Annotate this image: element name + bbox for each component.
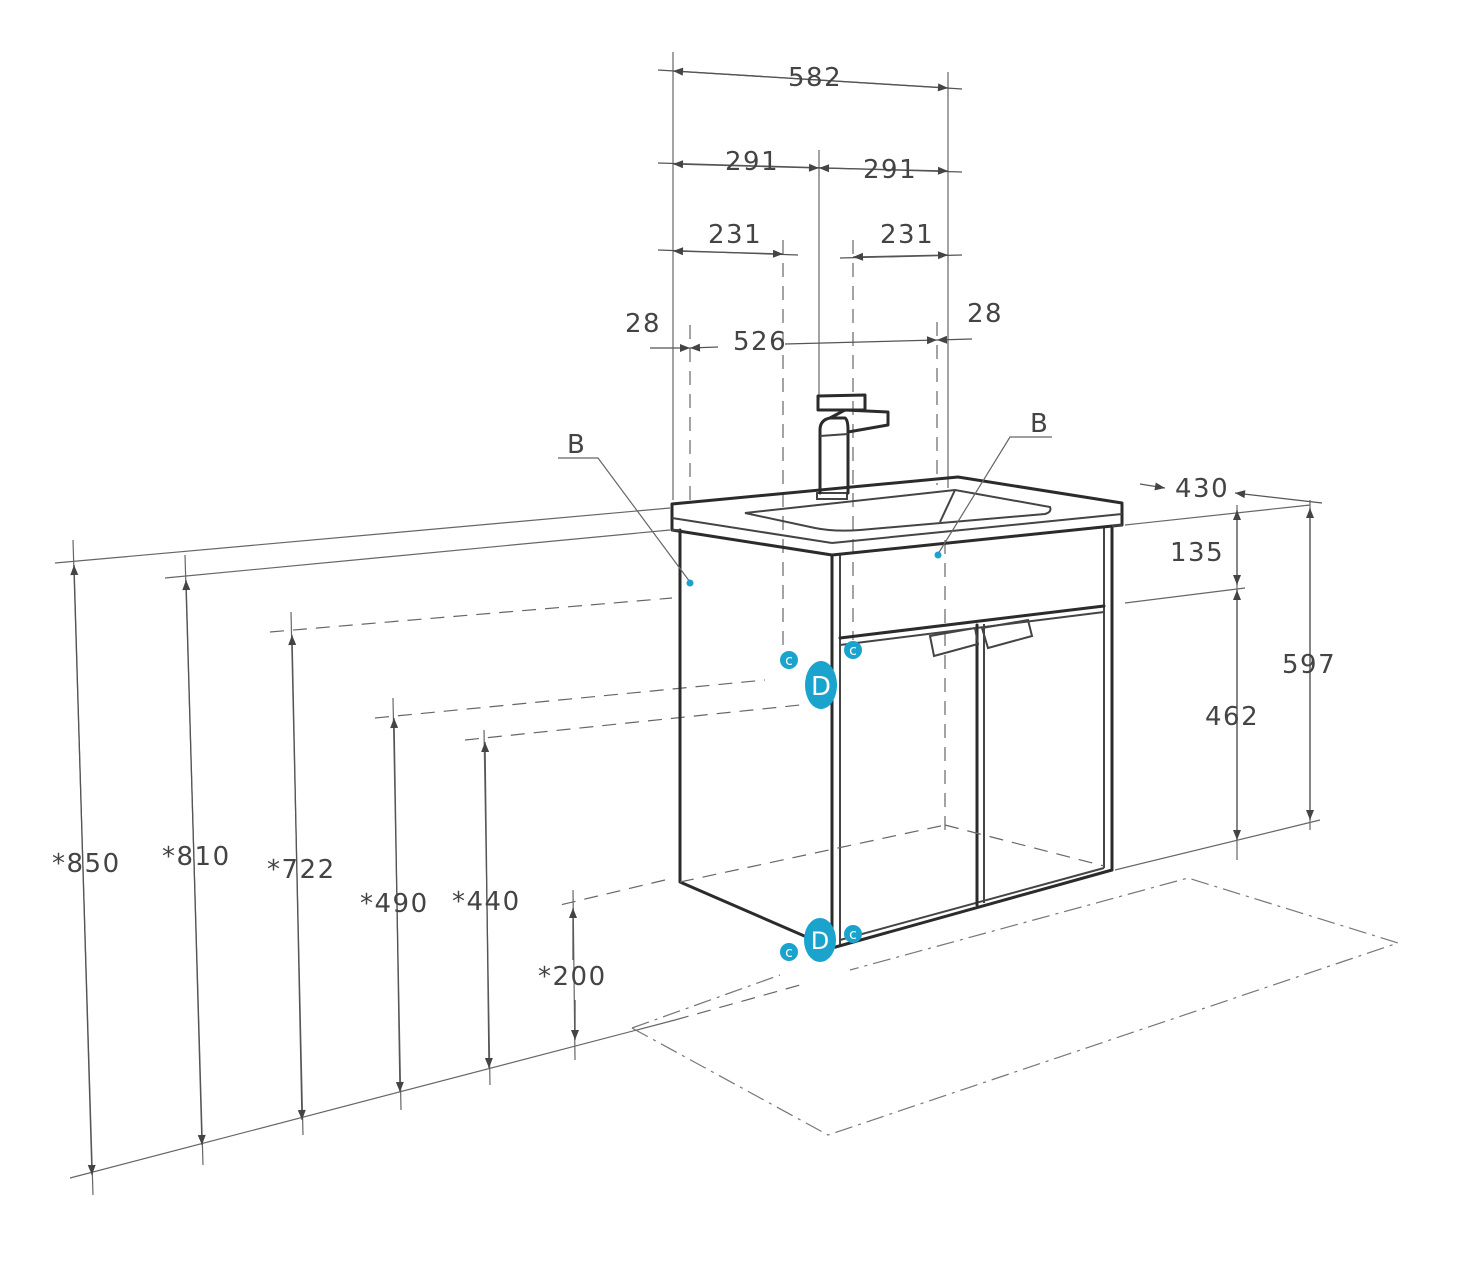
mounting-markers: c c D c c D [780, 641, 862, 962]
dim-722: *722 [267, 855, 336, 885]
top-dimension-lines [650, 67, 973, 352]
dim-597: 597 [1282, 650, 1336, 680]
marker-d-lower: D [804, 918, 836, 962]
label-b-right: B [1030, 409, 1048, 439]
dim-200: *200 [538, 962, 607, 992]
washbasin [670, 475, 1124, 557]
right-dimension-lines [1139, 482, 1323, 860]
dim-231-left: 231 [708, 220, 762, 250]
dim-291-right: 291 [863, 155, 917, 185]
dim-462: 462 [1205, 702, 1259, 732]
dim-28-left: 28 [625, 309, 661, 339]
dim-440: *440 [452, 887, 521, 917]
marker-c-lower-right: c [844, 925, 862, 943]
extension-lines [672, 52, 949, 830]
floor-projection [631, 877, 1400, 1136]
dim-291-left: 291 [725, 147, 779, 177]
label-b-left: B [567, 430, 585, 460]
marker-d-upper: D [805, 661, 837, 709]
marker-c-lower-left: c [780, 943, 798, 961]
svg-text:D: D [811, 927, 829, 955]
reference-lines [54, 504, 1321, 1179]
marker-c-upper-right: c [844, 641, 862, 659]
svg-text:D: D [811, 672, 831, 702]
dim-28-right: 28 [967, 299, 1003, 329]
svg-text:c: c [785, 653, 793, 669]
svg-text:c: c [849, 927, 857, 943]
faucet-icon [816, 393, 890, 500]
dim-231-right: 231 [880, 220, 934, 250]
dim-490: *490 [360, 889, 429, 919]
dim-430: 430 [1175, 474, 1229, 504]
dim-810: *810 [162, 842, 231, 872]
vanity-cabinet [678, 526, 1114, 950]
dim-526: 526 [733, 327, 787, 357]
svg-text:c: c [849, 643, 857, 659]
dim-135: 135 [1170, 538, 1224, 568]
dim-582: 582 [788, 63, 842, 93]
dimension-labels: 582 291 291 231 231 28 526 28 430 135 46… [52, 63, 1336, 992]
marker-c-upper-left: c [780, 651, 798, 669]
svg-text:c: c [785, 945, 793, 961]
b-leaders [558, 436, 1052, 587]
left-dimension-lines [70, 539, 579, 1196]
dim-850: *850 [52, 849, 121, 879]
